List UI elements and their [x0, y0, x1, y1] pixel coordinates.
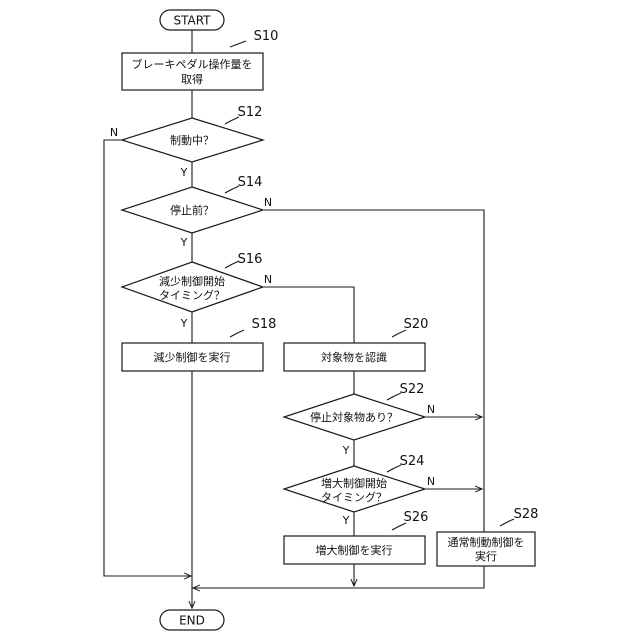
s16-line-1: 減少制御開始: [159, 274, 225, 288]
s22-id: S22: [400, 382, 425, 397]
s12-id: S12: [238, 105, 263, 120]
step-s28: 通常制動制御を 実行 S28: [437, 507, 538, 566]
s22-yes-label: Y: [342, 444, 350, 457]
s12-yes-label: Y: [180, 166, 188, 179]
s24-yes-label: Y: [342, 514, 350, 527]
s24-id: S24: [400, 454, 425, 469]
s28-line-1: 通常制動制御を: [448, 535, 525, 549]
s10-id: S10: [254, 29, 279, 44]
s26-line-1: 増大制御を実行: [316, 543, 393, 557]
s20-line-1: 対象物を認識: [321, 350, 387, 364]
end-terminal: END: [160, 610, 224, 630]
s14-no-label: N: [264, 196, 272, 209]
s14-yes-label: Y: [180, 236, 188, 249]
s12-no-label: N: [110, 126, 118, 139]
start-label: START: [173, 14, 211, 28]
s26-id: S26: [404, 510, 429, 525]
s24-line-2: タイミング？: [321, 490, 387, 504]
end-label: END: [179, 614, 205, 628]
s16-id: S16: [238, 252, 263, 267]
s10-line-2: 取得: [181, 73, 203, 86]
s10-line-1: ブレーキペダル操作量を: [132, 57, 253, 71]
s22-line-1: 停止対象物あり？: [310, 410, 398, 424]
s16-yes-label: Y: [180, 317, 188, 330]
s16-line-2: タイミング？: [159, 288, 225, 302]
s18-id: S18: [252, 317, 277, 332]
s18-line-1: 減少制御を実行: [154, 350, 231, 364]
step-s20: 対象物を認識 S20: [284, 317, 428, 371]
s12-line-1: 制動中？: [170, 133, 214, 147]
step-s26: 増大制御を実行 S26: [284, 510, 428, 564]
s22-no-label: N: [427, 403, 435, 416]
s16-no-label: N: [264, 273, 272, 286]
step-s10: ブレーキペダル操作量を 取得 S10: [122, 29, 278, 90]
s24-no-label: N: [427, 475, 435, 488]
start-terminal: START: [160, 10, 224, 30]
s28-line-2: 実行: [475, 549, 497, 563]
s14-id: S14: [238, 175, 263, 190]
s28-id: S28: [514, 507, 539, 522]
s20-id: S20: [404, 317, 429, 332]
s14-line-1: 停止前？: [170, 203, 214, 217]
step-s18: 減少制御を実行 S18: [122, 317, 276, 371]
s24-line-1: 増大制御開始: [321, 476, 387, 490]
